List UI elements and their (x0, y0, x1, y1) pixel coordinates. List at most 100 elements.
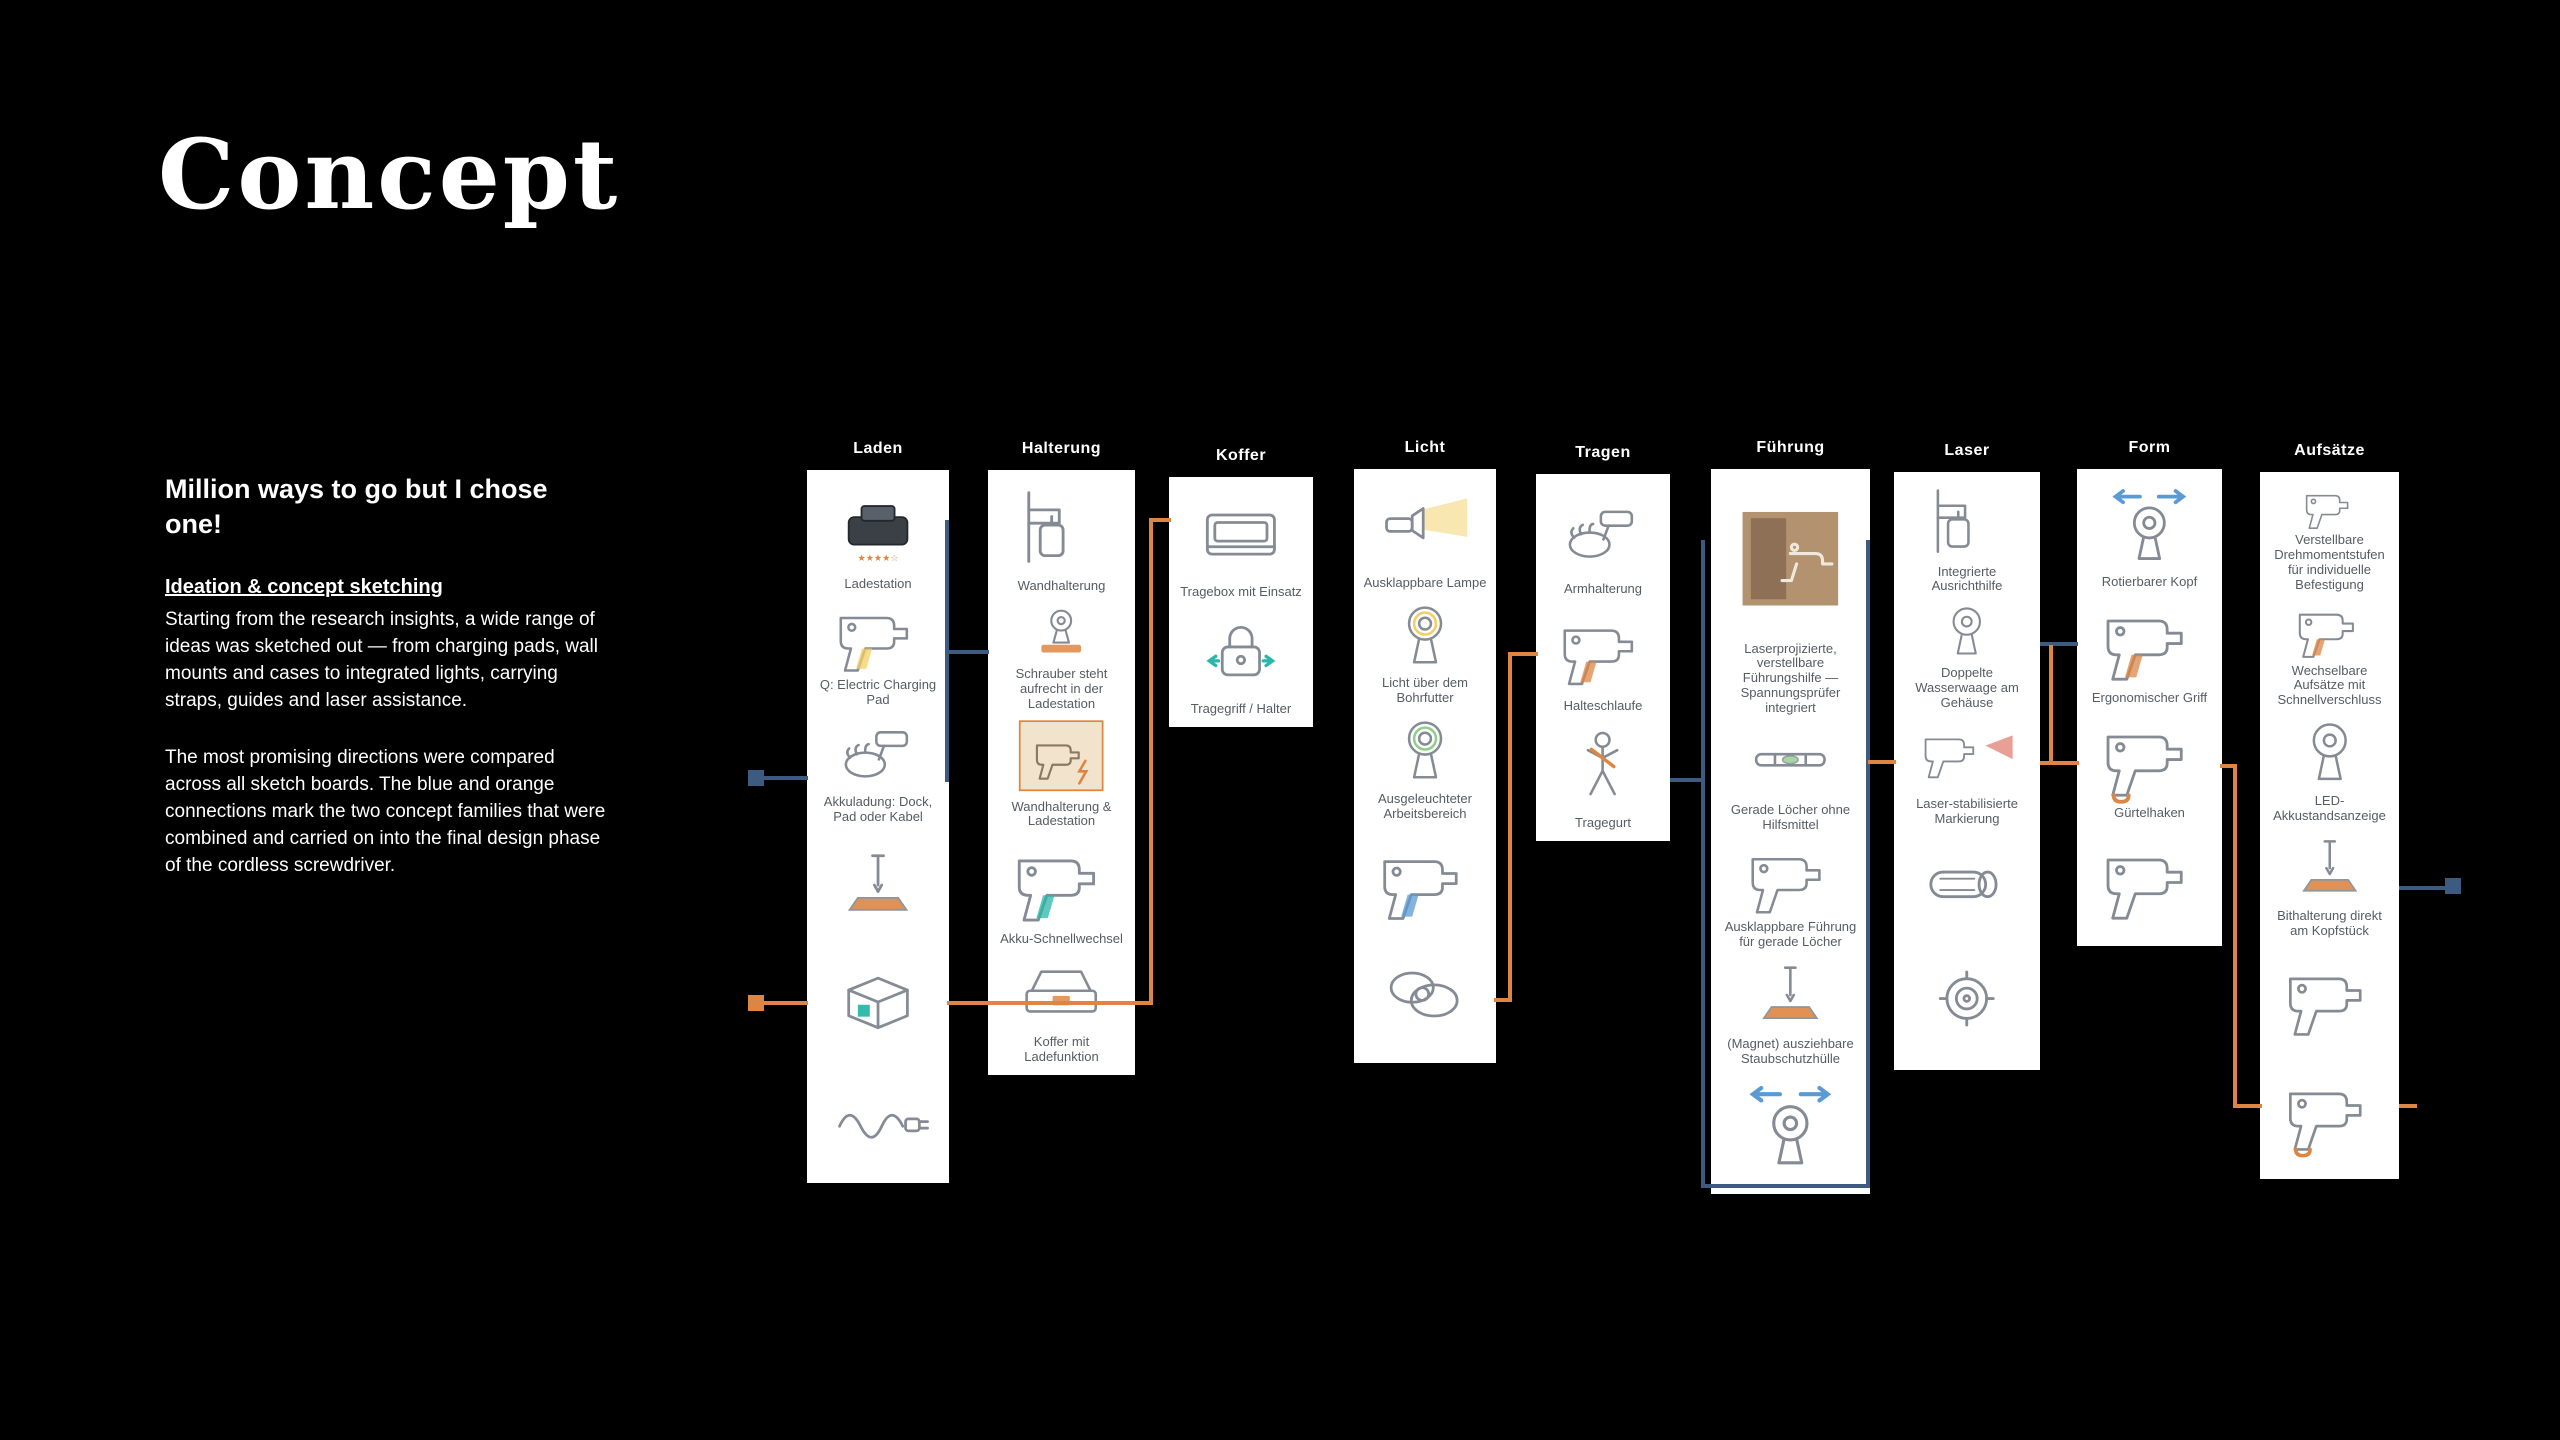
connector-line-orange (1494, 998, 1512, 1002)
sketch-caption: Bithalterung direkt am Kopfstück (2277, 907, 2382, 938)
hand-sketch-icon (1569, 510, 1634, 558)
sketch-hook (2267, 1058, 2392, 1169)
sketch-cone: Ausklappbare Lampe (1361, 479, 1489, 591)
connector-line-orange (2049, 645, 2053, 765)
sketch-caption: (Magnet) ausziehbare Staubschutzhülle (1727, 1036, 1854, 1067)
connector-line-orange (1868, 760, 1896, 764)
sketch-caption: Ergonomischer Griff (2091, 689, 2208, 705)
intro-subheading: Ideation & concept sketching (165, 576, 443, 599)
bracket-sketch-icon (1027, 491, 1065, 563)
sketch-drillfront: Licht über dem Bohrfutter (1361, 595, 1489, 707)
sketch-drill: Akku-Schnellwechsel (995, 833, 1128, 947)
lock-sketch-icon (1206, 626, 1276, 677)
sketch-caption: Tragegriff / Halter (1190, 701, 1292, 717)
card-sketch-icon (1019, 719, 1104, 791)
drill-sketch-icon (2305, 494, 2349, 530)
sketch-caption: LED-Akkustandsanzeige (2273, 792, 2386, 823)
sketch-caption: Ausklappbare Lampe (1363, 574, 1487, 590)
sketch-arrows (1718, 1071, 1863, 1184)
column-label: Form (2128, 439, 2171, 456)
connector-node-orange (748, 995, 764, 1011)
column-label: Halterung (1021, 440, 1102, 457)
sketch-drill (1361, 826, 1489, 938)
drill-sketch-icon (839, 616, 909, 672)
sketch-drill: Verstellbare Drehmomentstufen für indivi… (2267, 482, 2392, 593)
bracket-sketch-icon (1936, 489, 1970, 553)
intro-paragraph-1: Starting from the research insights, a w… (165, 609, 598, 712)
drill-sketch-icon (1383, 860, 1458, 920)
drill-sketch-icon (2106, 858, 2183, 920)
column-label: Tragen (1575, 444, 1631, 461)
drillfront-sketch-icon (1407, 605, 1443, 664)
sketch-drillfront: LED-Akkustandsanzeige (2267, 712, 2392, 823)
bit-sketch-icon (2301, 839, 2358, 892)
sketch-lock: Tragegriff / Halter (1176, 604, 1306, 717)
sketch-caption: Licht über dem Bohrfutter (1382, 675, 1468, 706)
sketch-hand: Akkuladung: Dock, Pad oder Kabel (814, 712, 942, 824)
connector-line-orange (1149, 518, 1171, 522)
sketch-drill (2267, 943, 2392, 1054)
sketch-drill: Q: Electric Charging Pad (814, 596, 942, 708)
sketch-hook: Gürtelhaken (2084, 710, 2215, 821)
sketch-rear (1901, 948, 2033, 1060)
sketch-drill: Ausklappbare Führung für gerade Löcher (1718, 837, 1863, 950)
sketch-box (814, 945, 942, 1057)
svg-text:★★★★☆: ★★★★☆ (857, 553, 898, 563)
sketch-cable (814, 1061, 942, 1173)
sketch-drill: Wechselbare Aufsätze mit Schnellverschlu… (2267, 597, 2392, 708)
drill-sketch-icon (2106, 619, 2183, 681)
connector-line-orange (2399, 1104, 2417, 1108)
sketch-bit: Bithalterung direkt am Kopfstück (2267, 828, 2392, 939)
sketch-caption: Integrierte Ausrichthilfe (1931, 563, 2003, 594)
connector-line-orange (764, 1001, 808, 1005)
arrows-sketch-icon (1749, 1085, 1832, 1165)
connector-line-orange (2040, 761, 2079, 765)
column-label: Aufsätze (2294, 442, 2365, 459)
sketch-bit: (Magnet) ausziehbare Staubschutzhülle (1718, 954, 1863, 1067)
drill-sketch-icon (1018, 859, 1096, 922)
person-sketch-icon (1587, 731, 1619, 796)
sketch-bracket: Wandhalterung (995, 480, 1128, 594)
case-sketch-icon (1025, 970, 1098, 1013)
sketch-caption: Ausgeleuchteter Arbeitsbereich (1378, 790, 1472, 821)
sketch-caption: Doppelte Wasserwaage am Gehäuse (1915, 665, 2019, 710)
drillmount-sketch-icon (1041, 609, 1082, 653)
sketch-hand: Armhalterung (1543, 484, 1663, 597)
bit-sketch-icon (847, 853, 909, 911)
drill-sketch-icon (1563, 629, 1634, 686)
sketch-caption: Armhalterung (1563, 581, 1643, 597)
intro-text-block: Million ways to go but I chose one! Idea… (165, 472, 610, 910)
sketch-caption: Ausklappbare Führung für gerade Löcher (1724, 919, 1857, 950)
connector-line-blue (1670, 778, 1703, 782)
connector-line-blue (1701, 540, 1705, 1188)
cylinder-sketch-icon (1929, 870, 1998, 899)
sketch-caption: Laser-stabilisierte Markierung (1916, 796, 2018, 827)
sketch-caption: Wandhalterung (1017, 577, 1106, 593)
box-sketch-icon (847, 976, 909, 1029)
cone-sketch-icon (1385, 498, 1468, 540)
connector-line-orange (947, 1001, 1153, 1005)
sketch-photo: Laserprojizierte, verstellbare Führungsh… (1718, 479, 1863, 716)
sketch-caption: Akkuladung: Dock, Pad oder Kabel (823, 793, 933, 824)
intro-heading: Million ways to go but I chose one! (165, 474, 548, 540)
dock-sketch-icon: ★★★★☆ (847, 505, 909, 563)
connector-line-orange (1508, 652, 1538, 656)
column-label: Koffer (1215, 447, 1267, 464)
connector-line-orange (1508, 652, 1512, 1002)
sketch-caption: Tragegurt (1575, 815, 1631, 831)
connector-line-orange (2233, 1104, 2262, 1108)
sketch-drillfront: Ausgeleuchteter Arbeitsbereich (1361, 710, 1489, 822)
sketch-cylinder (1901, 831, 2033, 943)
connector-line-blue (2399, 886, 2445, 890)
sketch-caption: Rotierbarer Kopf (2101, 574, 2198, 590)
sketch-arrows: Rotierbarer Kopf (2084, 479, 2215, 590)
